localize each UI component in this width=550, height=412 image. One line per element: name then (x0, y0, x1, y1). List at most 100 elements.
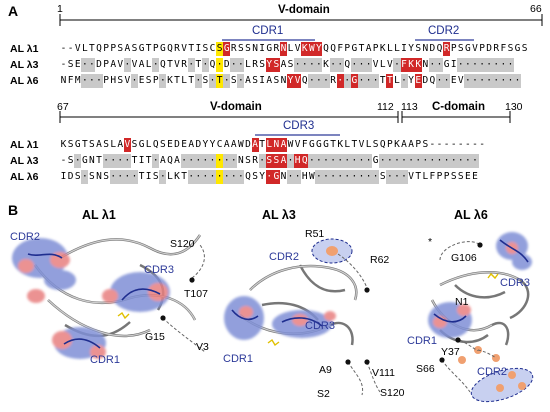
residue: N (252, 43, 258, 54)
residue: P (443, 171, 450, 182)
residue: · (478, 74, 486, 88)
block1-row-label: AL λ1 (10, 43, 39, 55)
residue: · (365, 58, 373, 72)
residue: · (208, 74, 217, 88)
residue: H (301, 171, 308, 182)
residue: - (457, 139, 464, 150)
residue: N (89, 155, 95, 166)
residue-label: R62 (370, 254, 390, 266)
residue: P (436, 171, 443, 182)
residue: V (472, 43, 478, 54)
residue: · (393, 58, 401, 72)
residue: L (422, 171, 429, 182)
residue: C (209, 43, 216, 54)
residue: Q (344, 59, 351, 70)
residue: S (379, 171, 386, 182)
residue: K (301, 42, 309, 56)
residue: G (323, 139, 329, 150)
residue: Y (209, 139, 216, 150)
sequence-row-al-lambda6: NFM···PHSV·ESP·KTLT·S·T·S·ASIASNYVQ···R·… (60, 74, 522, 88)
residue: - (60, 43, 67, 54)
residue: · (265, 170, 273, 184)
cdr1-label: CDR1 (252, 25, 284, 37)
residue: E (450, 75, 457, 86)
residue: · (329, 170, 337, 184)
residue: · (88, 74, 96, 88)
residue: Q (330, 43, 336, 54)
residue: - (443, 139, 450, 150)
residue-label: N1 (455, 296, 469, 308)
residue: T (145, 43, 152, 54)
residue: · (315, 154, 323, 168)
residue: - (479, 139, 485, 150)
residue: · (372, 74, 380, 88)
residue: Q (167, 155, 173, 166)
residue: T (81, 139, 88, 150)
residue: Q (167, 43, 173, 54)
residue: · (407, 154, 415, 168)
residue: P (479, 43, 485, 54)
residue: · (336, 170, 344, 184)
residue: · (180, 154, 188, 168)
residue: · (109, 170, 117, 184)
residue: G (372, 155, 379, 166)
residue: S (272, 58, 280, 72)
residue: Q (209, 59, 216, 70)
residue: · (159, 170, 167, 184)
residue: T (138, 171, 145, 182)
residue: - (60, 155, 67, 166)
residue: R (181, 59, 187, 70)
residue: G (159, 43, 166, 54)
residue: · (365, 74, 373, 88)
residue: D (422, 75, 429, 86)
residue: T (188, 43, 195, 54)
residue: T (145, 155, 152, 166)
residue: K (323, 59, 329, 70)
residue: T (330, 139, 336, 150)
residue: - (429, 139, 436, 150)
residue: D (486, 43, 493, 54)
residue: · (471, 58, 479, 72)
residue: · (492, 58, 500, 72)
residue: · (336, 74, 344, 88)
residue: · (400, 74, 408, 88)
residue: · (237, 74, 245, 88)
residue: N (60, 75, 67, 86)
residue: F (337, 43, 344, 54)
residue: T (174, 75, 180, 86)
residue: P (103, 59, 109, 70)
residue: - (60, 59, 67, 70)
residue: · (294, 58, 302, 72)
residue: N (279, 42, 287, 56)
residue: · (514, 74, 522, 88)
cdr-label: CDR1 (90, 354, 120, 366)
residue: H (294, 154, 302, 168)
residue-label: T107 (184, 288, 208, 300)
residue: · (81, 170, 89, 184)
residue: · (428, 154, 436, 168)
residue: · (414, 154, 422, 168)
residue: · (287, 170, 295, 184)
residue: L (181, 75, 187, 86)
residue: V (457, 75, 464, 86)
residue: · (152, 58, 160, 72)
residue: · (216, 154, 224, 168)
residue: T (259, 139, 266, 150)
residue: · (400, 154, 408, 168)
residue: L (386, 43, 393, 54)
residue: A (365, 43, 372, 54)
residue: I (195, 43, 202, 54)
residue: · (237, 170, 245, 184)
residue: - (465, 139, 471, 150)
residue: · (464, 74, 472, 88)
residue: G (308, 139, 315, 150)
residue: · (123, 170, 131, 184)
residue: Q (429, 75, 436, 86)
sequence-row-al-lambda1: --VLTQPPSASGTPGQRVTISCSGRSSNIGRNLVKWYQQF… (60, 42, 528, 56)
residue: S (202, 43, 209, 54)
residue: S (457, 171, 464, 182)
residue: T (379, 75, 386, 86)
residue: · (357, 170, 366, 184)
residue: A (230, 139, 237, 150)
